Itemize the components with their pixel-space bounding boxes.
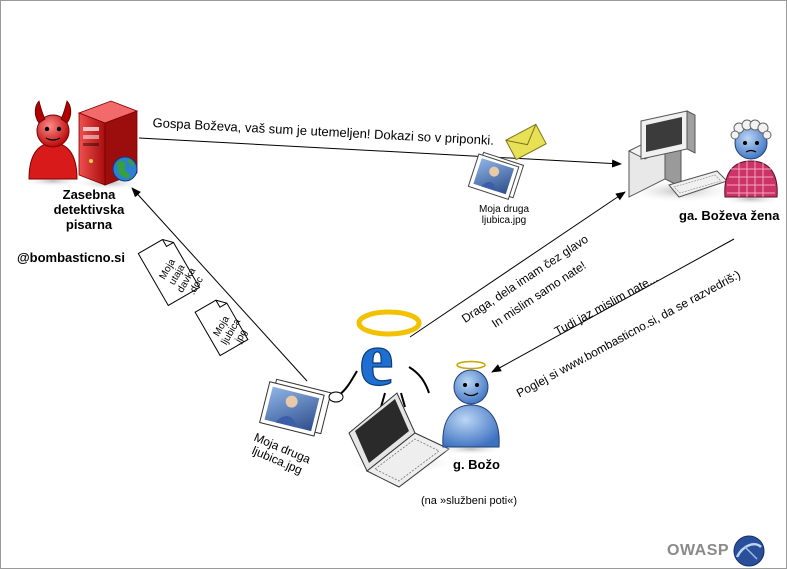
forwarded-photo-label-line2: ljubica.jpg (481, 215, 527, 226)
devil-icon (23, 100, 83, 187)
detective-name-line1: Zasebna (62, 187, 116, 202)
husband-icon (437, 360, 505, 455)
owasp-logo (733, 535, 765, 567)
detective-office-label: Zasebna detektivska pisarna (49, 187, 129, 232)
owasp-brand-text: OWASP (667, 542, 730, 559)
desktop-computer-icon (625, 110, 737, 203)
svg-text:e: e (359, 315, 394, 402)
laptop-photo-icon (259, 378, 332, 437)
forwarded-photo-label-line1: Moja druga (479, 204, 530, 215)
husband-note: (na »službeni poti«) (421, 495, 518, 507)
detective-email: @bombasticno.si (17, 250, 126, 265)
detective-name-line2: detektivska (53, 202, 125, 217)
arrow-laptop-to-detective (131, 187, 308, 382)
globe-icon (112, 156, 138, 182)
husband-label: g. Božo (453, 457, 500, 472)
detective-name-line3: pisarna (65, 217, 113, 232)
arrow-husband-to-wife (409, 191, 626, 338)
envelope-icon (505, 123, 547, 161)
document-tax-icon (137, 238, 201, 307)
forwarded-photo-icon (467, 151, 525, 200)
wife-label: ga. Boževa žena (679, 208, 780, 223)
forwarded-photo-label: Moja druga ljubica.jpg (479, 204, 529, 226)
document-photo-icon (194, 299, 249, 357)
internet-explorer-icon: e (328, 309, 430, 408)
laptop-icon (345, 392, 457, 488)
wife-icon (719, 119, 783, 205)
arrow-wife-to-husband (491, 238, 735, 373)
arrow-detective-to-wife (138, 137, 622, 168)
